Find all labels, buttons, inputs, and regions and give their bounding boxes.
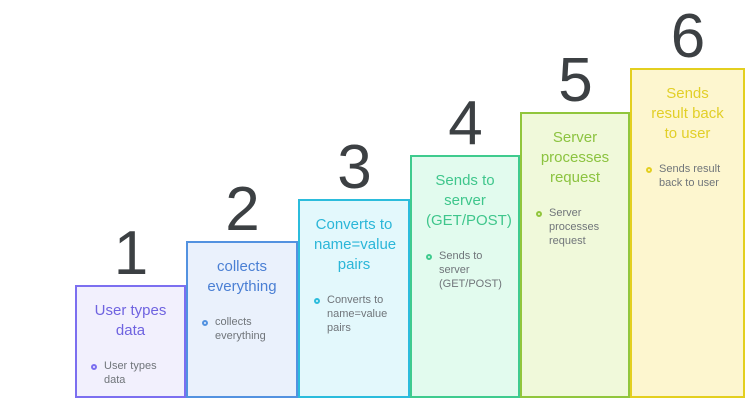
- process-step-4[interactable]: 4 Sends to server (GET/POST) Sends to se…: [410, 93, 520, 398]
- step-title-2: collects everything: [207, 258, 277, 295]
- step-box-3[interactable]: Converts to name=value pairs Converts to…: [298, 199, 410, 398]
- step-number-4: 4: [448, 89, 482, 158]
- step-bullet-text-6: Sends result back to user: [659, 163, 721, 189]
- process-step-2[interactable]: 2 collects everything collects everythin…: [186, 179, 298, 398]
- step-bullet-text-2: collects everything: [215, 316, 266, 342]
- hollow-circle-bullet-icon: [202, 320, 208, 326]
- hollow-circle-bullet-icon: [536, 211, 542, 217]
- step-title-4: Sends to server (GET/POST): [426, 172, 512, 229]
- step-bullet-row-1: User types data: [89, 359, 172, 387]
- hollow-circle-bullet-icon: [646, 167, 652, 173]
- step-title-1: User types data: [94, 302, 167, 339]
- step-bullet-row-4: Sends to server (GET/POST): [424, 249, 506, 291]
- hollow-circle-bullet-icon: [426, 254, 432, 260]
- step-box-1[interactable]: User types data User types data: [75, 285, 186, 398]
- step-bullet-row-3: Converts to name=value pairs: [312, 293, 396, 335]
- step-number-1: 1: [113, 219, 148, 288]
- hollow-circle-bullet-icon: [91, 364, 97, 370]
- step-number-2: 2: [225, 175, 259, 244]
- step-title-5: Server processes request: [540, 129, 610, 186]
- step-box-2[interactable]: collects everything collects everything: [186, 241, 298, 398]
- step-bullet-row-5: Server processes request: [534, 206, 616, 248]
- step-title-3: Converts to name=value pairs: [314, 216, 397, 273]
- process-step-1[interactable]: 1 User types data User types data: [75, 223, 186, 398]
- step-bullet-row-2: collects everything: [200, 315, 284, 343]
- hollow-circle-bullet-icon: [314, 298, 320, 304]
- process-step-3[interactable]: 3 Converts to name=value pairs Converts …: [298, 137, 410, 398]
- process-step-5[interactable]: 5 Server processes request Server proces…: [520, 50, 630, 398]
- step-box-6[interactable]: Sends result back to user Sends result b…: [630, 68, 745, 398]
- step-bullet-text-3: Converts to name=value pairs: [327, 294, 388, 334]
- process-step-6[interactable]: 6 Sends result back to user Sends result…: [630, 6, 745, 398]
- step-box-4[interactable]: Sends to server (GET/POST) Sends to serv…: [410, 155, 520, 398]
- step-box-5[interactable]: Server processes request Server processe…: [520, 112, 630, 398]
- step-number-3: 3: [337, 133, 371, 202]
- step-bullet-text-4: Sends to server (GET/POST): [439, 250, 502, 290]
- step-bullet-text-5: Server processes request: [549, 207, 600, 247]
- step-number-5: 5: [558, 46, 592, 115]
- step-bullet-text-1: User types data: [104, 360, 157, 386]
- step-bullet-row-6: Sends result back to user: [644, 162, 731, 190]
- step-title-6: Sends result back to user: [651, 85, 724, 142]
- step-number-6: 6: [670, 2, 705, 71]
